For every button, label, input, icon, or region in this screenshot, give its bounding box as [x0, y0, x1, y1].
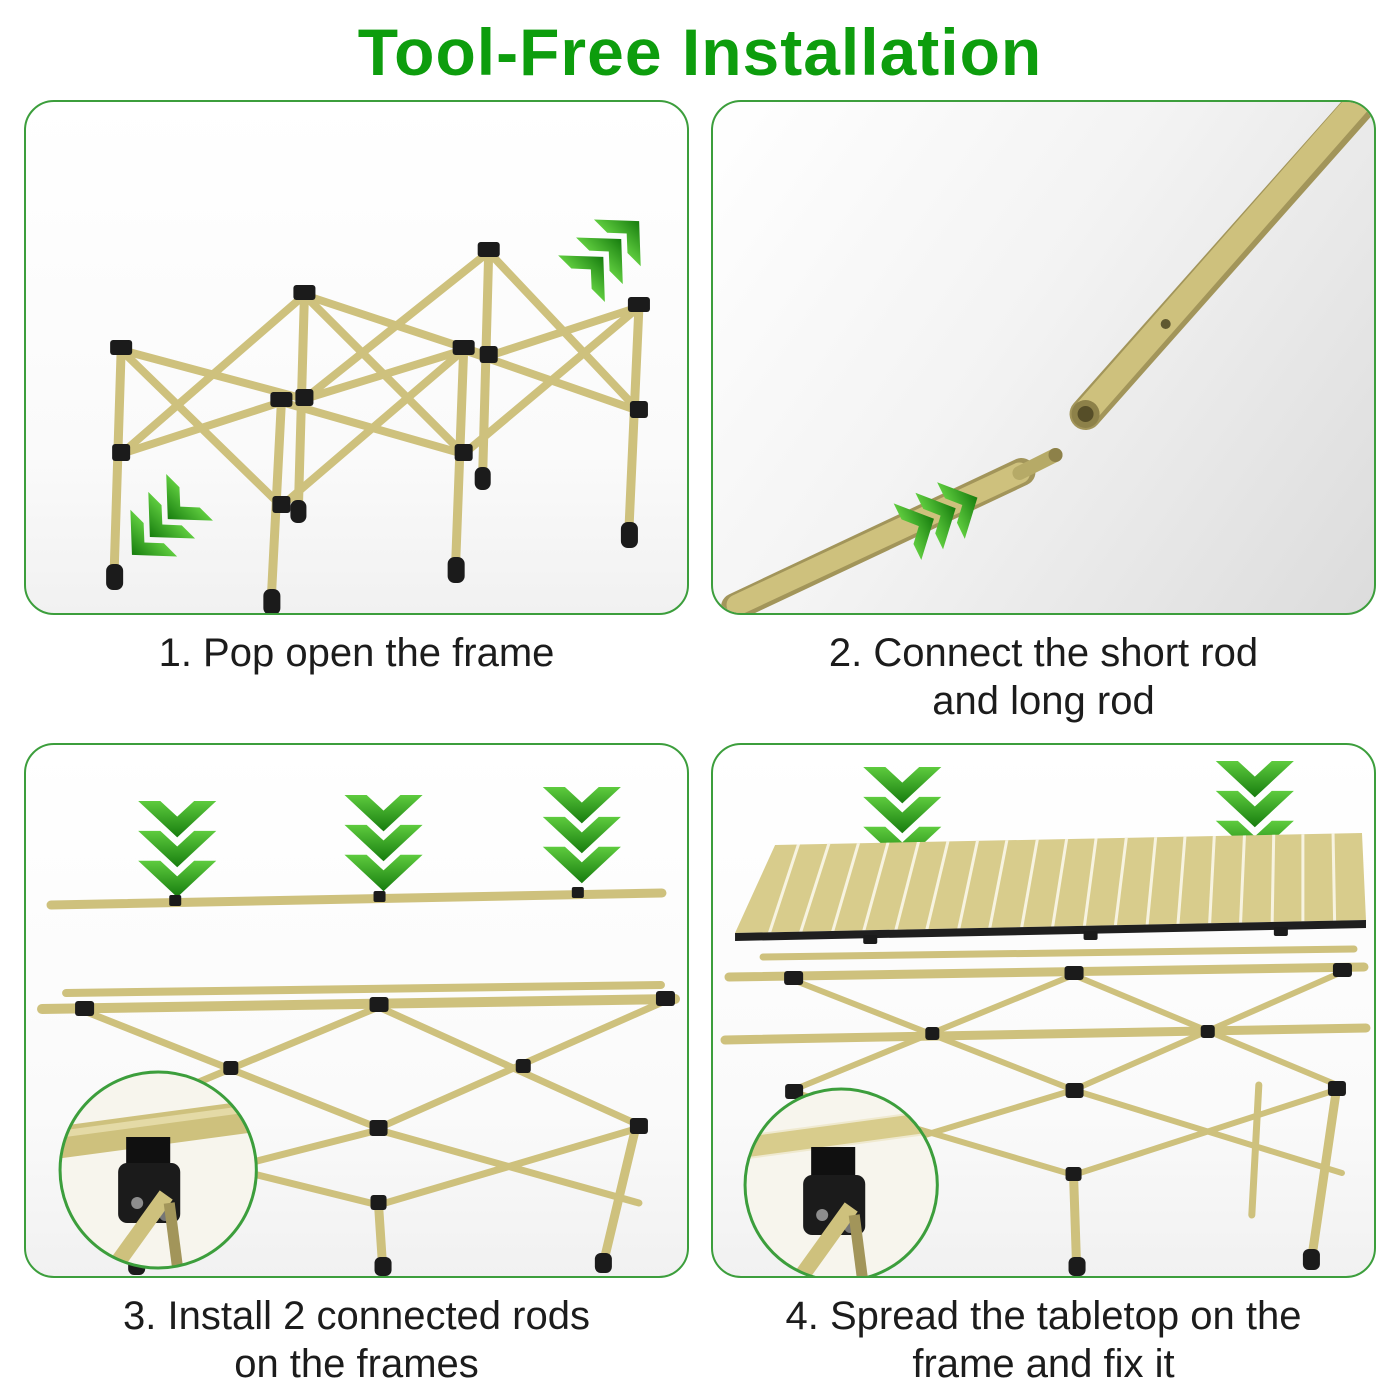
chevron-arrows-icon	[542, 787, 621, 884]
steps-grid: 1. Pop open the frame	[24, 100, 1376, 1392]
rod-connection-illustration	[721, 102, 1374, 613]
step-3-cell: 3. Install 2 connected rods on the frame…	[24, 743, 689, 1392]
step-1-cell: 1. Pop open the frame	[24, 100, 689, 729]
clamp-detail-inset	[743, 1087, 939, 1276]
chevron-arrows-icon	[138, 801, 217, 898]
tabletop-front-edge	[735, 920, 1366, 941]
step-1-caption: 1. Pop open the frame	[158, 631, 555, 675]
spread-tabletop-illustration	[720, 761, 1371, 1276]
chevron-arrows-icon	[344, 795, 423, 892]
rod-clips	[169, 887, 584, 906]
step-4-caption: 4. Spread the tabletop on the frame and …	[785, 1294, 1302, 1386]
step-2-cell: 2. Connect the short rod and long rod	[711, 100, 1376, 729]
floating-rod	[46, 888, 667, 910]
frame-connectors	[110, 242, 650, 513]
installed-rod	[720, 1023, 1371, 1045]
short-rod	[721, 448, 1063, 613]
frame-rails	[720, 945, 1371, 1045]
step-4-panel	[711, 743, 1376, 1278]
page-title: Tool-Free Installation	[357, 15, 1043, 89]
step-3-caption: 3. Install 2 connected rods on the frame…	[123, 1294, 590, 1386]
rod-hole	[1160, 319, 1171, 329]
frame-rails	[37, 981, 680, 1014]
tabletop	[735, 833, 1366, 941]
long-rod	[1069, 102, 1374, 430]
clamp-screw	[131, 1197, 144, 1209]
step-4-cell: 4. Spread the tabletop on the frame and …	[711, 743, 1376, 1392]
frame-connectors	[784, 927, 1352, 1181]
scissor-braces	[117, 248, 643, 510]
step-2-caption: 2. Connect the short rod and long rod	[828, 631, 1259, 723]
step-2-panel	[711, 100, 1376, 615]
chevron-arrows-icon	[558, 197, 663, 302]
tabletop-slats	[765, 833, 1337, 933]
clamp-screw	[816, 1209, 829, 1221]
step-3-panel	[24, 743, 689, 1278]
frame-feet	[106, 467, 638, 613]
tabletop-edge	[745, 1107, 938, 1161]
chevron-arrows-icon	[108, 474, 213, 579]
pop-open-frame-illustration	[106, 197, 663, 613]
install-rods-illustration	[37, 787, 680, 1276]
step-1-panel	[24, 100, 689, 615]
clamp-detail-inset	[58, 1070, 258, 1270]
